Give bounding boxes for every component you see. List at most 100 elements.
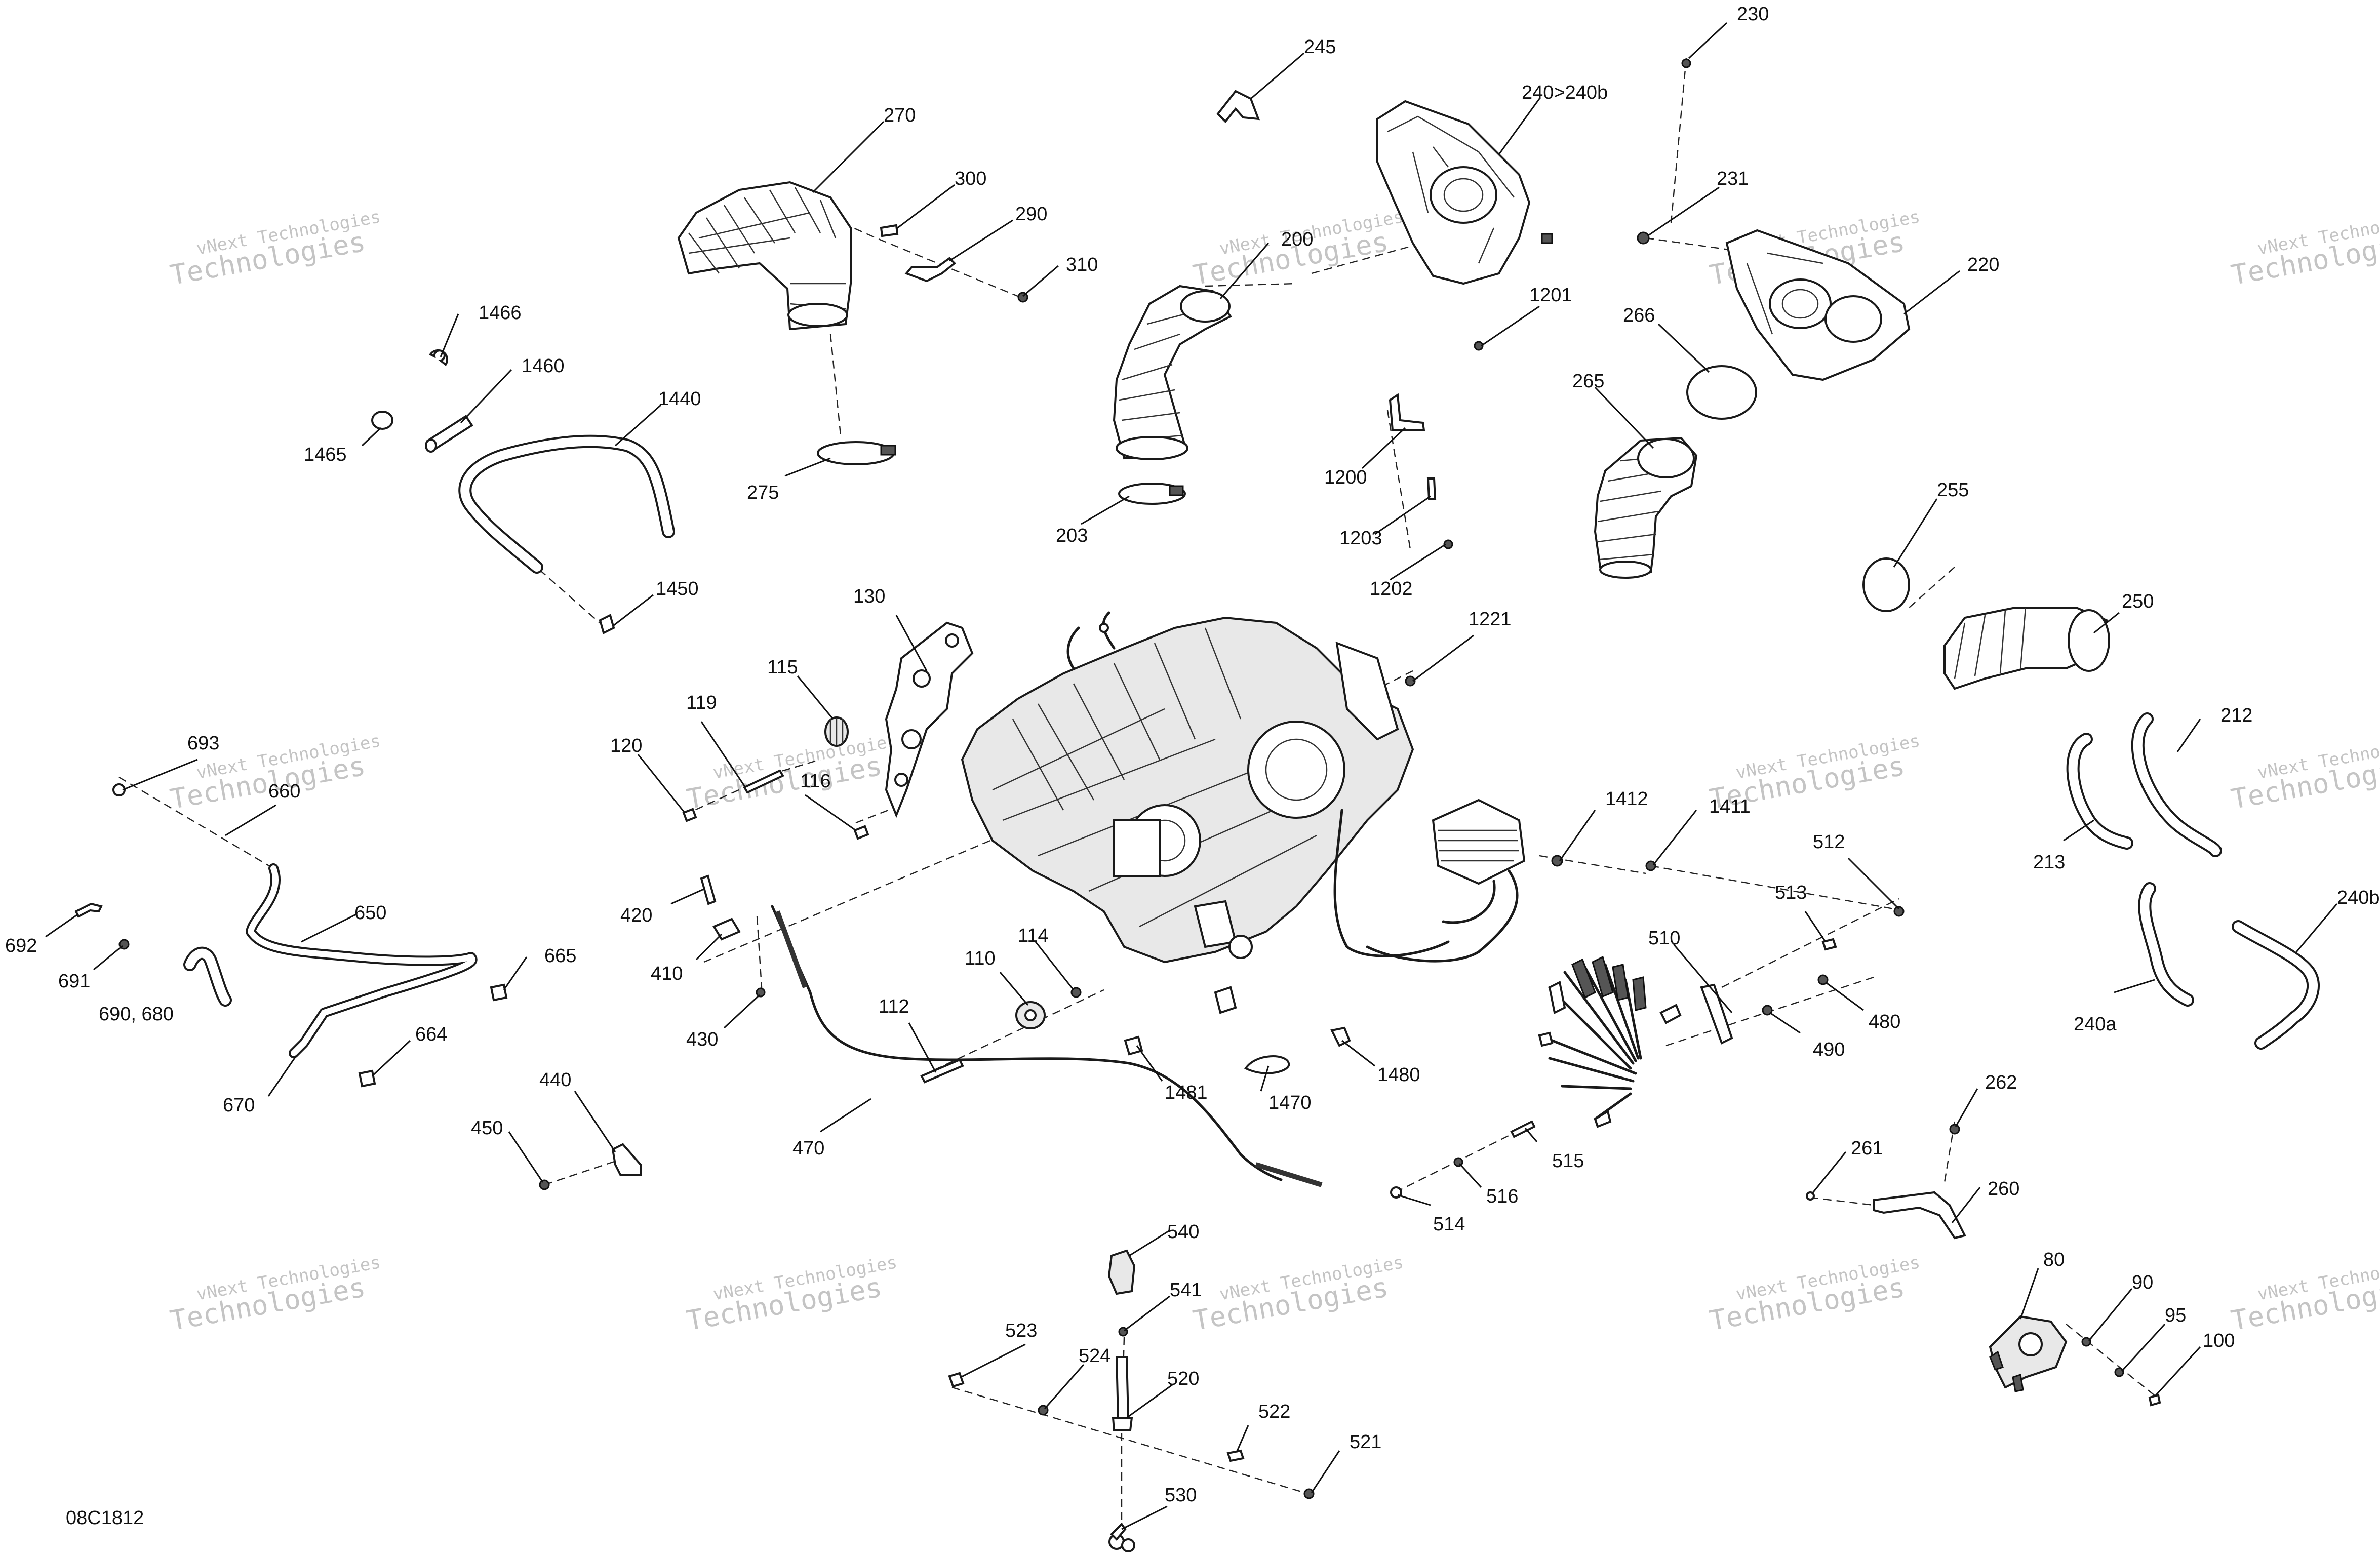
callout-270[interactable]: 270 [884,105,916,126]
callout-1465[interactable]: 1465 [304,444,347,465]
callout-119[interactable]: 119 [686,692,717,713]
callout-245[interactable]: 245 [1304,36,1336,58]
part-690-680-hose [183,946,232,1007]
callout-255[interactable]: 255 [1937,480,1969,501]
callout-240a[interactable]: 240a [2074,1014,2117,1035]
callout-110[interactable]: 110 [965,948,996,969]
callout-665[interactable]: 665 [544,945,576,967]
callout-692[interactable]: 692 [5,935,37,956]
callout-100[interactable]: 100 [2203,1330,2235,1351]
callout-512[interactable]: 512 [1813,831,1845,853]
callout-265[interactable]: 265 [1572,371,1604,392]
callout-262[interactable]: 262 [1985,1072,2017,1093]
callout-520[interactable]: 520 [1167,1368,1199,1389]
callout-1470[interactable]: 1470 [1268,1092,1312,1113]
callout-1411[interactable]: 1411 [1709,796,1751,817]
callout-240b[interactable]: 240b [2337,887,2380,908]
callout-522[interactable]: 522 [1258,1401,1290,1422]
part-275-clamp [817,441,896,465]
part-212-hose [2131,712,2222,857]
callout-670[interactable]: 670 [223,1095,255,1116]
callout-1200[interactable]: 1200 [1324,467,1367,488]
callout-523[interactable]: 523 [1005,1320,1037,1341]
callout-130[interactable]: 130 [853,586,885,607]
callout-112[interactable]: 112 [879,996,909,1017]
part-110-mount [1015,1001,1046,1029]
callout-490[interactable]: 490 [1813,1039,1845,1060]
callout-240-240b[interactable]: 240>240b [1522,82,1608,103]
callout-266[interactable]: 266 [1623,305,1655,326]
callout-430[interactable]: 430 [686,1029,718,1050]
callout-510[interactable]: 510 [1648,928,1680,949]
callout-116[interactable]: 116 [800,771,831,792]
callout-1481[interactable]: 1481 [1165,1082,1208,1103]
callout-660[interactable]: 660 [268,781,300,802]
callout-540[interactable]: 540 [1167,1221,1199,1243]
callout-230[interactable]: 230 [1737,4,1769,25]
part-470-throttle-cable [771,905,1323,1187]
callout-114[interactable]: 114 [1018,925,1049,946]
callout-1412[interactable]: 1412 [1605,788,1648,810]
callout-410[interactable]: 410 [651,963,683,984]
callout-1450[interactable]: 1450 [656,578,699,600]
callout-530[interactable]: 530 [1165,1485,1197,1506]
callout-1466[interactable]: 1466 [479,302,522,324]
callout-514[interactable]: 514 [1433,1214,1465,1235]
callout-213[interactable]: 213 [2033,852,2065,873]
callout-516[interactable]: 516 [1486,1186,1518,1207]
callout-513[interactable]: 513 [1775,882,1807,903]
callout-250[interactable]: 250 [2122,591,2154,612]
callout-1201[interactable]: 1201 [1529,285,1572,306]
callout-200[interactable]: 200 [1281,229,1313,250]
callout-203[interactable]: 203 [1056,525,1088,546]
callout-1221[interactable]: 1221 [1469,609,1512,630]
part-512-nut [1893,906,1905,917]
leader-lines [45,22,2338,1530]
callout-261[interactable]: 261 [1851,1138,1883,1159]
callout-1480[interactable]: 1480 [1377,1064,1420,1086]
part-115-bushing [824,716,849,747]
callout-650[interactable]: 650 [354,902,386,924]
parts [74,58,2320,1552]
callout-95[interactable]: 95 [2165,1305,2186,1326]
callout-120[interactable]: 120 [610,735,642,756]
callout-290[interactable]: 290 [1015,204,1047,225]
callout-690-680[interactable]: 690, 680 [99,1004,174,1025]
callout-212[interactable]: 212 [2220,705,2252,726]
part-1221-nut [1405,675,1416,687]
callout-450[interactable]: 450 [471,1118,503,1139]
callout-440[interactable]: 440 [539,1069,571,1091]
callout-664[interactable]: 664 [415,1024,447,1045]
callout-480[interactable]: 480 [1869,1011,1900,1032]
callout-1440[interactable]: 1440 [658,388,701,410]
callout-260[interactable]: 260 [1988,1178,2019,1200]
callout-1460[interactable]: 1460 [522,355,565,377]
part-213-hose [2066,733,2133,850]
callout-691[interactable]: 691 [58,971,90,992]
callout-115[interactable]: 115 [767,657,798,678]
callout-300[interactable]: 300 [955,168,986,189]
callout-1202[interactable]: 1202 [1370,578,1413,600]
part-116-bolt [853,825,869,840]
callout-541[interactable]: 541 [1170,1280,1202,1301]
part-515-screw [1510,1120,1536,1138]
part-650-coolant-pipe [246,863,478,1058]
callout-470[interactable]: 470 [792,1138,824,1159]
callout-80[interactable]: 80 [2043,1249,2065,1270]
callout-220[interactable]: 220 [1967,254,1999,275]
callout-310[interactable]: 310 [1066,254,1098,275]
callout-1203[interactable]: 1203 [1339,528,1382,549]
callout-420[interactable]: 420 [620,905,652,926]
part-430-nut [756,987,766,998]
part-220-air-box-cover [1725,229,1911,381]
callout-521[interactable]: 521 [1350,1431,1381,1453]
callout-524[interactable]: 524 [1079,1345,1110,1367]
callout-90[interactable]: 90 [2132,1272,2153,1293]
callout-515[interactable]: 515 [1552,1150,1584,1172]
callout-275[interactable]: 275 [747,482,779,503]
callout-231[interactable]: 231 [1717,168,1749,189]
callout-693[interactable]: 693 [187,733,219,754]
part-112-bolt [920,1058,964,1084]
